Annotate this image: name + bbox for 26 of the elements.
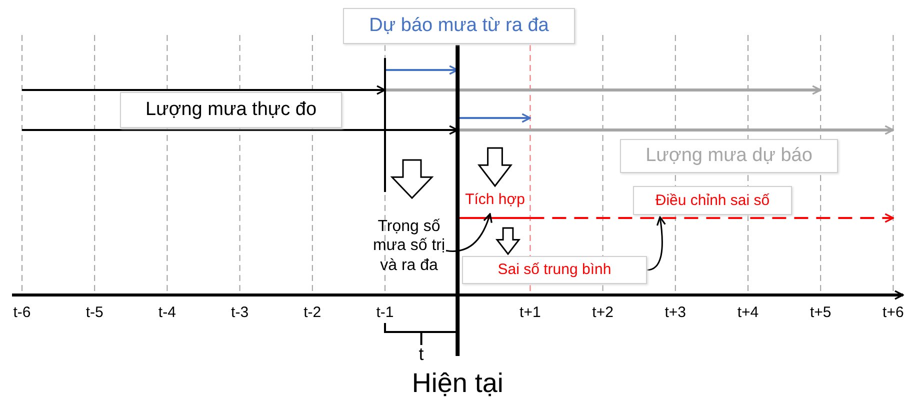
title-box: Dự báo mưa từ ra đa: [343, 8, 575, 44]
tick-label: t+5: [810, 304, 832, 321]
tick-label: t-2: [304, 304, 322, 321]
label-box: Điều chỉnh sai số: [633, 186, 792, 215]
tick-label: t+4: [737, 304, 759, 321]
interval-label: t: [418, 344, 424, 365]
present-label: Hiện tại: [412, 368, 504, 399]
tick-label: t-5: [86, 304, 104, 321]
label-box: Sai số trung bình: [462, 256, 647, 284]
block-arrow: [477, 147, 513, 188]
tick-label: t-1: [376, 304, 394, 321]
tick-label: t-3: [231, 304, 249, 321]
curved-arrow: [646, 216, 666, 271]
label-box: Lượng mưa dự báo: [620, 139, 838, 173]
tick-label: t+6: [882, 304, 904, 321]
step-label: Tích hợp: [458, 188, 532, 212]
tick-label: t+3: [664, 304, 686, 321]
tick-label: t+1: [520, 304, 541, 321]
tick-label: t+2: [592, 304, 614, 321]
step-label: Trọng số mưa số trị và ra đa: [372, 200, 446, 292]
tick-label: t-4: [158, 304, 176, 321]
block-arrow: [495, 227, 521, 256]
tick-label: t-6: [13, 304, 31, 321]
label-box: Lượng mưa thực đo: [120, 92, 342, 128]
curved-arrow: [446, 213, 492, 252]
block-arrow: [390, 159, 434, 200]
